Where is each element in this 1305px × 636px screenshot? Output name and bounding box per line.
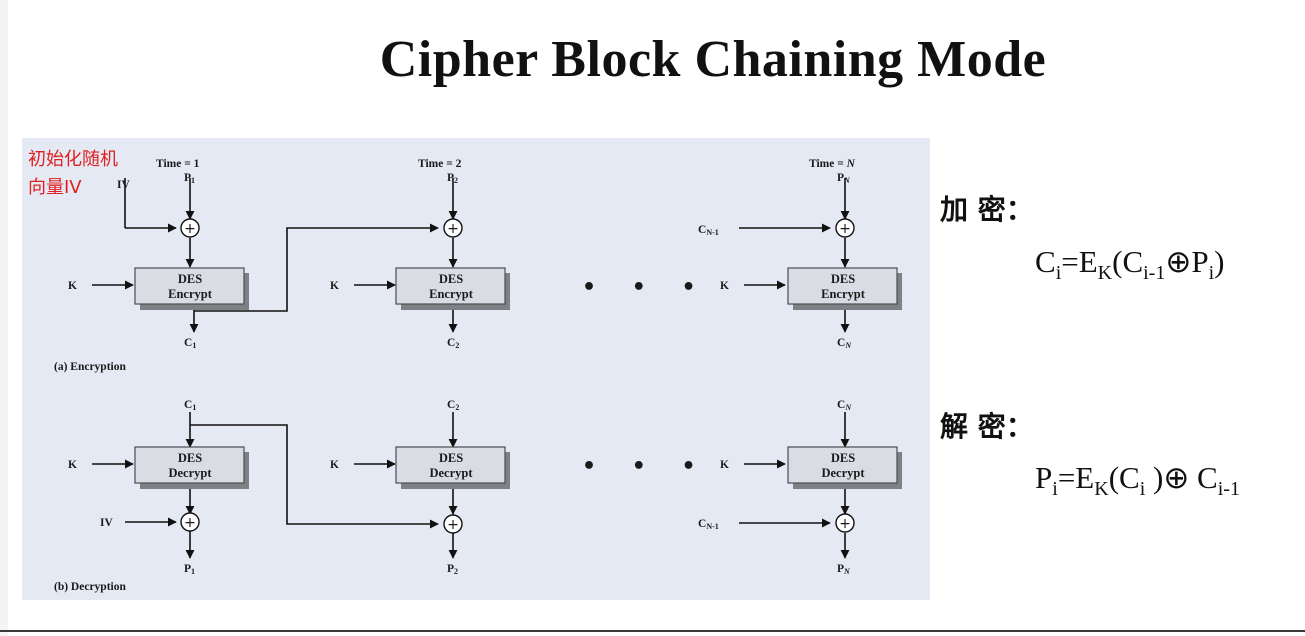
- xor-enc-n: [835, 218, 855, 238]
- xor-symbol: +: [839, 221, 851, 237]
- encrypt-label: Encrypt: [168, 287, 213, 301]
- key-label: K: [330, 280, 339, 292]
- encryption-label: 加 密：: [940, 193, 1034, 226]
- xor-dec-1: [180, 512, 200, 532]
- ciphertext-label: C2: [447, 399, 459, 412]
- encryption-formula: Ci=EK(Ci-1⊕Pi): [1035, 244, 1225, 284]
- ciphertext-label: CN: [837, 337, 852, 350]
- des-decrypt-block-1: [134, 446, 245, 484]
- iv-annotation-line: 向量IV: [28, 177, 82, 198]
- ellipsis: • • •: [582, 275, 710, 300]
- bottom-divider: [0, 630, 1305, 632]
- plaintext-label: P2: [447, 563, 458, 576]
- decrypt-label: Decrypt: [168, 466, 212, 480]
- des-label: DES: [178, 272, 202, 286]
- plaintext-label: P1: [184, 563, 195, 576]
- des-decrypt-block-n: [787, 446, 898, 484]
- encrypt-label: Encrypt: [429, 287, 474, 301]
- des-label: DES: [831, 451, 855, 465]
- plaintext-label: P1: [184, 172, 195, 185]
- ciphertext-label: C2: [447, 337, 459, 350]
- time-label-n: Time = N: [809, 158, 856, 170]
- des-label: DES: [439, 272, 463, 286]
- encrypt-label: Encrypt: [821, 287, 866, 301]
- key-label: K: [720, 459, 729, 471]
- diagram-background: [22, 138, 930, 600]
- xor-enc-1: [180, 218, 200, 238]
- xor-symbol: +: [184, 221, 196, 237]
- xor-symbol: +: [447, 517, 459, 533]
- left-edge: [0, 0, 8, 636]
- iv-annotation: 初始化随机 向量IV: [28, 146, 118, 202]
- time-label-1: Time = 1: [156, 158, 200, 170]
- des-decrypt-block-2: [395, 446, 506, 484]
- decrypt-label: Decrypt: [821, 466, 865, 480]
- ciphertext-label: C1: [184, 337, 196, 350]
- plaintext-label: PN: [837, 172, 851, 185]
- xor-symbol: +: [839, 516, 851, 532]
- des-encrypt-block-n: [787, 267, 898, 305]
- iv-annotation-line: 初始化随机: [28, 149, 118, 170]
- xor-enc-2: [443, 218, 463, 238]
- xor-symbol: +: [184, 515, 196, 531]
- decryption-formula: Pi=EK(Ci )⊕ Ci-1: [1035, 460, 1240, 500]
- ellipsis: • • •: [582, 454, 710, 479]
- prev-cipher-label: CN-1: [698, 224, 719, 237]
- des-encrypt-block-2: [395, 267, 506, 305]
- key-label: K: [720, 280, 729, 292]
- des-encrypt-block-1: [134, 267, 245, 305]
- ciphertext-label: CN: [837, 399, 852, 412]
- decrypt-label: Decrypt: [429, 466, 473, 480]
- key-label: K: [68, 459, 77, 471]
- plaintext-label: P2: [447, 172, 458, 185]
- decryption-caption: (b) Decryption: [54, 581, 126, 593]
- des-label: DES: [831, 272, 855, 286]
- cbc-diagram: + + + + + + DES Encrypt DES Encrypt DES …: [22, 138, 930, 600]
- encryption-caption: (a) Encryption: [54, 361, 126, 373]
- page-title: Cipher Block Chaining Mode: [379, 31, 1047, 88]
- key-label: K: [330, 459, 339, 471]
- xor-symbol: +: [447, 221, 459, 237]
- des-label: DES: [439, 451, 463, 465]
- decryption-section: [92, 412, 850, 559]
- xor-dec-n: [835, 513, 855, 533]
- prev-cipher-label: CN-1: [698, 518, 719, 531]
- time-label-2: Time = 2: [418, 158, 462, 170]
- plaintext-label: PN: [837, 563, 851, 576]
- des-label: DES: [178, 451, 202, 465]
- xor-dec-2: [443, 514, 463, 534]
- key-label: K: [68, 280, 77, 292]
- ciphertext-label: C1: [184, 399, 196, 412]
- decryption-label: 解 密：: [940, 410, 1034, 443]
- iv-label: IV: [100, 517, 113, 529]
- iv-label: IV: [117, 179, 130, 191]
